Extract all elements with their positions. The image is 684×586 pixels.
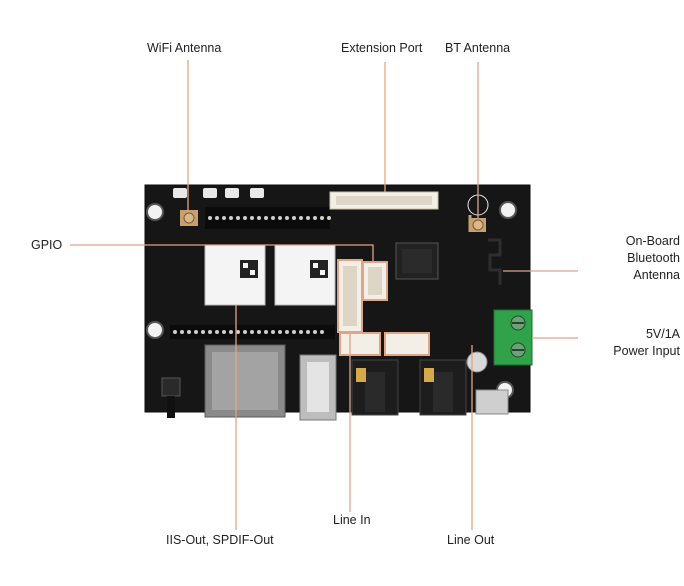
callout-gpio xyxy=(70,244,374,262)
label-gpio: GPIO xyxy=(31,238,63,252)
label-extension-port: Extension Port xyxy=(341,41,423,55)
header-pin xyxy=(222,216,226,220)
label-line-in: Line In xyxy=(333,513,371,527)
mounting-hole xyxy=(499,201,517,219)
header-pin xyxy=(215,330,219,334)
header-pin xyxy=(327,216,331,220)
header-pin xyxy=(250,216,254,220)
header-pin xyxy=(236,330,240,334)
extension-port-connector xyxy=(329,191,439,210)
bt-antenna-trace xyxy=(467,194,502,285)
gpio-connector xyxy=(362,261,388,301)
header-pin xyxy=(285,330,289,334)
label-iis-spdif: IIS-Out, SPDIF-Out xyxy=(166,533,274,547)
power-terminal-block xyxy=(493,309,533,366)
header-pin xyxy=(229,216,233,220)
main-chip xyxy=(395,242,439,280)
header-pin xyxy=(180,330,184,334)
label-onboard-bt-2: Bluetooth xyxy=(627,251,680,265)
header-pin xyxy=(201,330,205,334)
wifi-module xyxy=(204,244,266,306)
label-power-1: 5V/1A xyxy=(645,327,680,341)
header-pin xyxy=(320,330,324,334)
header-pin xyxy=(320,216,324,220)
line-in-jack xyxy=(351,359,399,416)
callout-lines xyxy=(70,60,578,530)
header-pin xyxy=(236,216,240,220)
micro-usb-port xyxy=(475,389,509,415)
capacitor xyxy=(466,351,488,373)
header-pin xyxy=(208,330,212,334)
header-pin xyxy=(208,216,212,220)
push-button xyxy=(161,377,181,418)
header-pin xyxy=(278,216,282,220)
wifi-antenna-connector xyxy=(180,210,198,226)
mounting-hole xyxy=(146,321,164,339)
header-pin xyxy=(264,216,268,220)
label-line-out: Line Out xyxy=(447,533,495,547)
header-pin xyxy=(187,330,191,334)
top-leds xyxy=(173,188,264,198)
header-pin xyxy=(313,216,317,220)
header-pin xyxy=(257,216,261,220)
header-pins xyxy=(173,216,331,334)
label-onboard-bt-3: Antenna xyxy=(633,268,680,282)
label-onboard-bt-1: On-Board xyxy=(625,234,680,248)
header-pin xyxy=(222,330,226,334)
header-pin xyxy=(194,330,198,334)
header-pin xyxy=(215,216,219,220)
side-connector xyxy=(337,259,363,333)
header-pin xyxy=(243,330,247,334)
header-pin xyxy=(292,216,296,220)
ethernet-jack xyxy=(204,344,286,418)
header-pin xyxy=(173,330,177,334)
header-pin xyxy=(271,330,275,334)
header-pin xyxy=(306,330,310,334)
header-pin xyxy=(278,330,282,334)
header-pin xyxy=(299,330,303,334)
header-pin xyxy=(313,330,317,334)
header-pin xyxy=(285,216,289,220)
iis-connector xyxy=(339,332,381,356)
header-pin xyxy=(243,216,247,220)
label-wifi-antenna: WiFi Antenna xyxy=(147,41,222,55)
line-out-jack xyxy=(419,359,467,416)
header-pin xyxy=(306,216,310,220)
bt-module xyxy=(274,244,336,306)
label-bt-antenna: BT Antenna xyxy=(445,41,511,55)
spdif-connector xyxy=(384,332,430,356)
header-pin xyxy=(264,330,268,334)
header-pin xyxy=(257,330,261,334)
header-pin xyxy=(299,216,303,220)
header-pin xyxy=(250,330,254,334)
header-pin xyxy=(229,330,233,334)
mounting-hole xyxy=(146,203,164,221)
usb-port xyxy=(299,354,337,421)
label-power-2: Power Input xyxy=(613,344,680,358)
header-pin xyxy=(271,216,275,220)
header-pin xyxy=(292,330,296,334)
